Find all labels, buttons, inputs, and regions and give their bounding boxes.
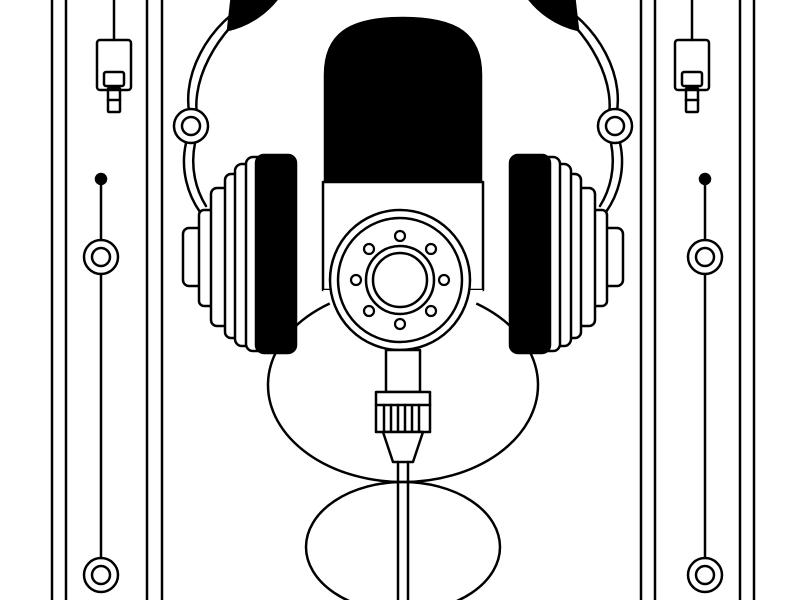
- right-slider-track: [686, 172, 724, 594]
- headphone-left-earcup: [181, 153, 298, 355]
- right-cable-plug-icon: [673, 0, 711, 114]
- microphone-stem: [384, 348, 422, 394]
- left-cable-plug-icon: [95, 0, 133, 114]
- headphone-right-earcup: [508, 153, 625, 355]
- left-border-panel: [50, 0, 164, 600]
- headphone-left-hinge-icon: [172, 107, 210, 214]
- microphone-connector-icon: [374, 390, 432, 464]
- left-slider-track: [82, 172, 120, 594]
- microphone-head: [323, 16, 483, 184]
- right-border-panel: [639, 0, 756, 600]
- headphone-right-hinge-icon: [596, 107, 634, 214]
- microphone-cable: [396, 460, 410, 600]
- microphone-grille-dial-icon: [328, 208, 472, 352]
